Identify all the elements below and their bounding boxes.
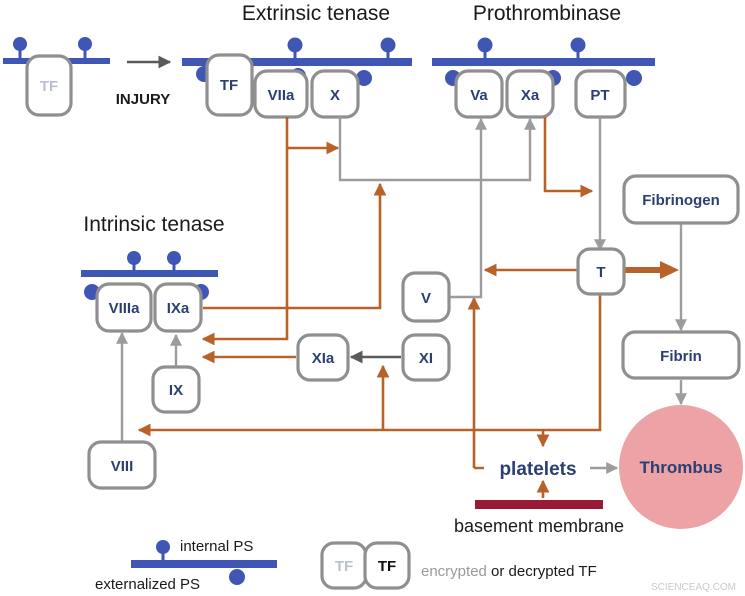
viiia-label: VIIIa [109, 300, 141, 317]
internal-ps-pin [570, 37, 586, 53]
legend-externalized-ps-label: externalized PS [95, 576, 200, 593]
tf-encrypted-label: TF [40, 78, 58, 95]
legend-tf-encrypted-label: TF [335, 558, 353, 575]
xa-to-pt-arrow [543, 117, 594, 198]
legend-internal-ps-label: internal PS [180, 538, 253, 555]
internal-ps-pin [287, 37, 303, 53]
internal-ps-pin [127, 251, 141, 265]
xia-label: XIa [312, 350, 335, 367]
membrane-bar [182, 58, 412, 66]
activation-arrows [137, 117, 679, 498]
externalized-ps-pin [356, 70, 372, 86]
x-box [310, 69, 360, 119]
intrinsic-tenase-title: Intrinsic tenase [83, 213, 224, 236]
x-to-xa-arrow [338, 117, 536, 182]
extrinsic-tenase-title: Extrinsic tenase [242, 2, 390, 25]
t-box [576, 247, 626, 296]
tf-box [205, 53, 254, 117]
internal-ps-pin [78, 37, 92, 51]
viia-box [253, 69, 309, 119]
conversion-arrows [116, 117, 687, 474]
legend-tf-caption: encrypted or decrypted TF [421, 563, 597, 580]
membrane-bar [432, 58, 655, 66]
injury-label: INJURY [116, 91, 170, 108]
fibrin-label: Fibrin [660, 348, 702, 365]
legend-tf: TF TF encrypted or decrypted TF [320, 541, 597, 590]
v-box [401, 271, 451, 323]
legend-internal-ps-pin [156, 540, 170, 554]
ixa-label: IXa [167, 300, 190, 317]
viia-to-ix-arrow [201, 117, 289, 346]
v-to-va-arrow [450, 117, 487, 299]
prothrombinase-complex: Va Xa PT [432, 37, 655, 119]
va-box [454, 69, 504, 119]
ixa-to-x-arrow [203, 182, 387, 310]
externalized-ps-pin [626, 70, 642, 86]
viia-label: VIIa [268, 87, 295, 104]
thrombus-label: Thrombus [639, 458, 722, 477]
internal-ps-pin [380, 37, 396, 53]
fibrinogen-label: Fibrinogen [642, 192, 720, 209]
fibrinogen-box [622, 174, 740, 225]
tf-encrypted-box [25, 54, 73, 117]
xia-box [296, 333, 350, 382]
x-label: X [330, 87, 340, 104]
basement-membrane-bar [475, 500, 603, 509]
legend-tf-decrypted-box [363, 541, 411, 590]
internal-ps-pin [477, 37, 493, 53]
pt-label: PT [590, 87, 609, 104]
resting-membrane: TF [3, 37, 110, 117]
viiia-box [95, 282, 153, 333]
t-label: T [596, 264, 605, 281]
legend-ps: internal PS externalized PS [95, 538, 277, 593]
tf-label: TF [220, 77, 238, 94]
ixa-box [153, 282, 203, 333]
fibrin-box [621, 330, 741, 380]
intrinsic-tenase-complex: VIIIa IXa [81, 251, 218, 333]
t-to-fibrinogen-head [660, 261, 679, 279]
legend-encrypted-word: encrypted [421, 563, 487, 580]
xi-label: XI [419, 350, 433, 367]
legend-externalized-ps-pin [229, 569, 245, 585]
t-to-viii-arrow [137, 294, 602, 437]
membrane-bar [81, 270, 218, 277]
extrinsic-tenase-complex: TF VIIa X [182, 37, 412, 119]
internal-ps-pin [13, 37, 27, 51]
viii-box [87, 440, 157, 490]
watermark: SCIENCEAQ.COM [651, 582, 736, 593]
basement-membrane-label: basement membrane [454, 516, 624, 536]
ix-box [151, 365, 201, 414]
xa-label: Xa [521, 87, 540, 104]
va-label: Va [470, 87, 488, 104]
internal-ps-pin [167, 251, 181, 265]
legend-decrypted-words: or decrypted TF [487, 563, 597, 580]
thrombus-circle [619, 405, 743, 529]
prothrombinase-title: Prothrombinase [473, 2, 621, 25]
platelets-to-t-arrow [474, 298, 484, 470]
v-label: V [421, 290, 431, 307]
xa-box [505, 69, 555, 119]
viii-label: VIII [111, 458, 134, 475]
platelets-label: platelets [499, 459, 576, 480]
ix-label: IX [169, 382, 183, 399]
xi-box [401, 333, 451, 382]
legend-tf-decrypted-label: TF [378, 558, 396, 575]
legend-membrane-bar [131, 560, 277, 568]
